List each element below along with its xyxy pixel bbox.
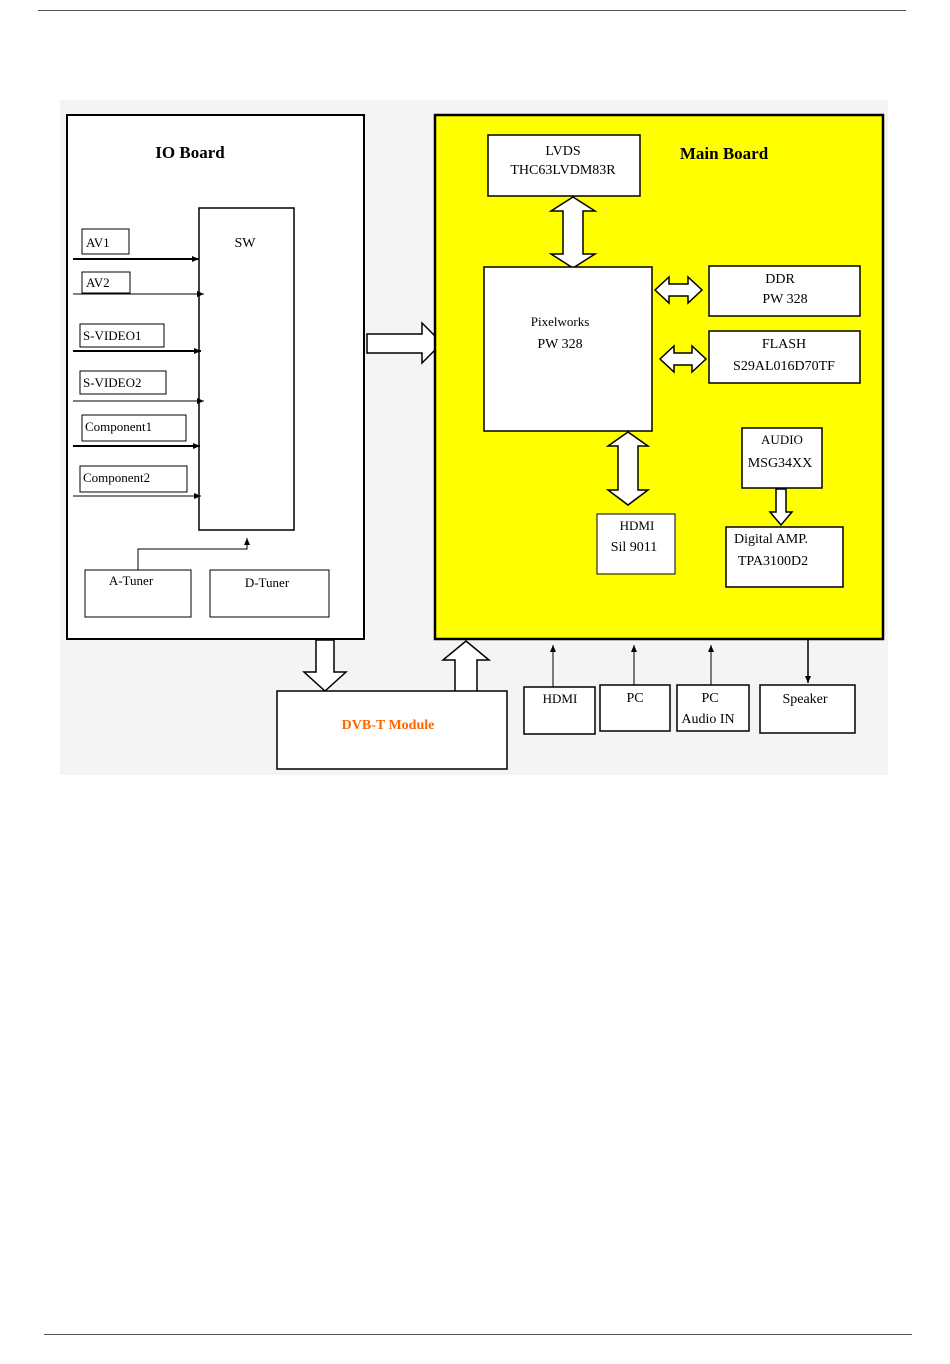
switch-label: SW: [235, 236, 257, 251]
hdmi-chip-part: Sil 9011: [611, 540, 658, 555]
d-tuner-label: D-Tuner: [245, 575, 290, 590]
io-board-title: IO Board: [155, 143, 225, 162]
ddr-part: PW 328: [762, 292, 807, 307]
main-board-title: Main Board: [680, 144, 769, 163]
hdmi-port-label: HDMI: [543, 691, 578, 706]
input-component1-label: Component1: [85, 419, 152, 434]
input-svideo1-label: S-VIDEO1: [83, 328, 142, 343]
hdmi-chip-label: HDMI: [620, 518, 655, 533]
digital-amp-label: Digital AMP.: [734, 532, 808, 547]
input-svideo2-label: S-VIDEO2: [83, 375, 142, 390]
a-tuner-label: A-Tuner: [109, 573, 154, 588]
input-component2-label: Component2: [83, 470, 150, 485]
pixelworks-part: PW 328: [537, 337, 582, 352]
input-component2: Component2: [73, 466, 201, 496]
lvds-label: LVDS: [545, 144, 580, 159]
pc-port-label: PC: [626, 691, 643, 706]
switch-box: [199, 208, 294, 530]
pc-audio-port-label-2: Audio IN: [681, 712, 734, 727]
pixelworks-label: Pixelworks: [531, 314, 590, 329]
lvds-part: THC63LVDM83R: [510, 163, 616, 178]
ddr-label: DDR: [765, 272, 795, 287]
digital-amp-part: TPA3100D2: [738, 554, 808, 569]
input-component1: Component1: [73, 415, 200, 446]
input-av2-label: AV2: [86, 275, 110, 290]
input-av1-label: AV1: [86, 235, 110, 250]
speaker-port-label: Speaker: [782, 692, 827, 707]
flash-part: S29AL016D70TF: [733, 359, 835, 374]
flash-label: FLASH: [762, 337, 806, 352]
dvb-module-label: DVB-T Module: [342, 718, 435, 733]
audio-label: AUDIO: [761, 432, 803, 447]
pc-audio-port-label: PC: [701, 691, 718, 706]
audio-part: MSG34XX: [748, 456, 813, 471]
